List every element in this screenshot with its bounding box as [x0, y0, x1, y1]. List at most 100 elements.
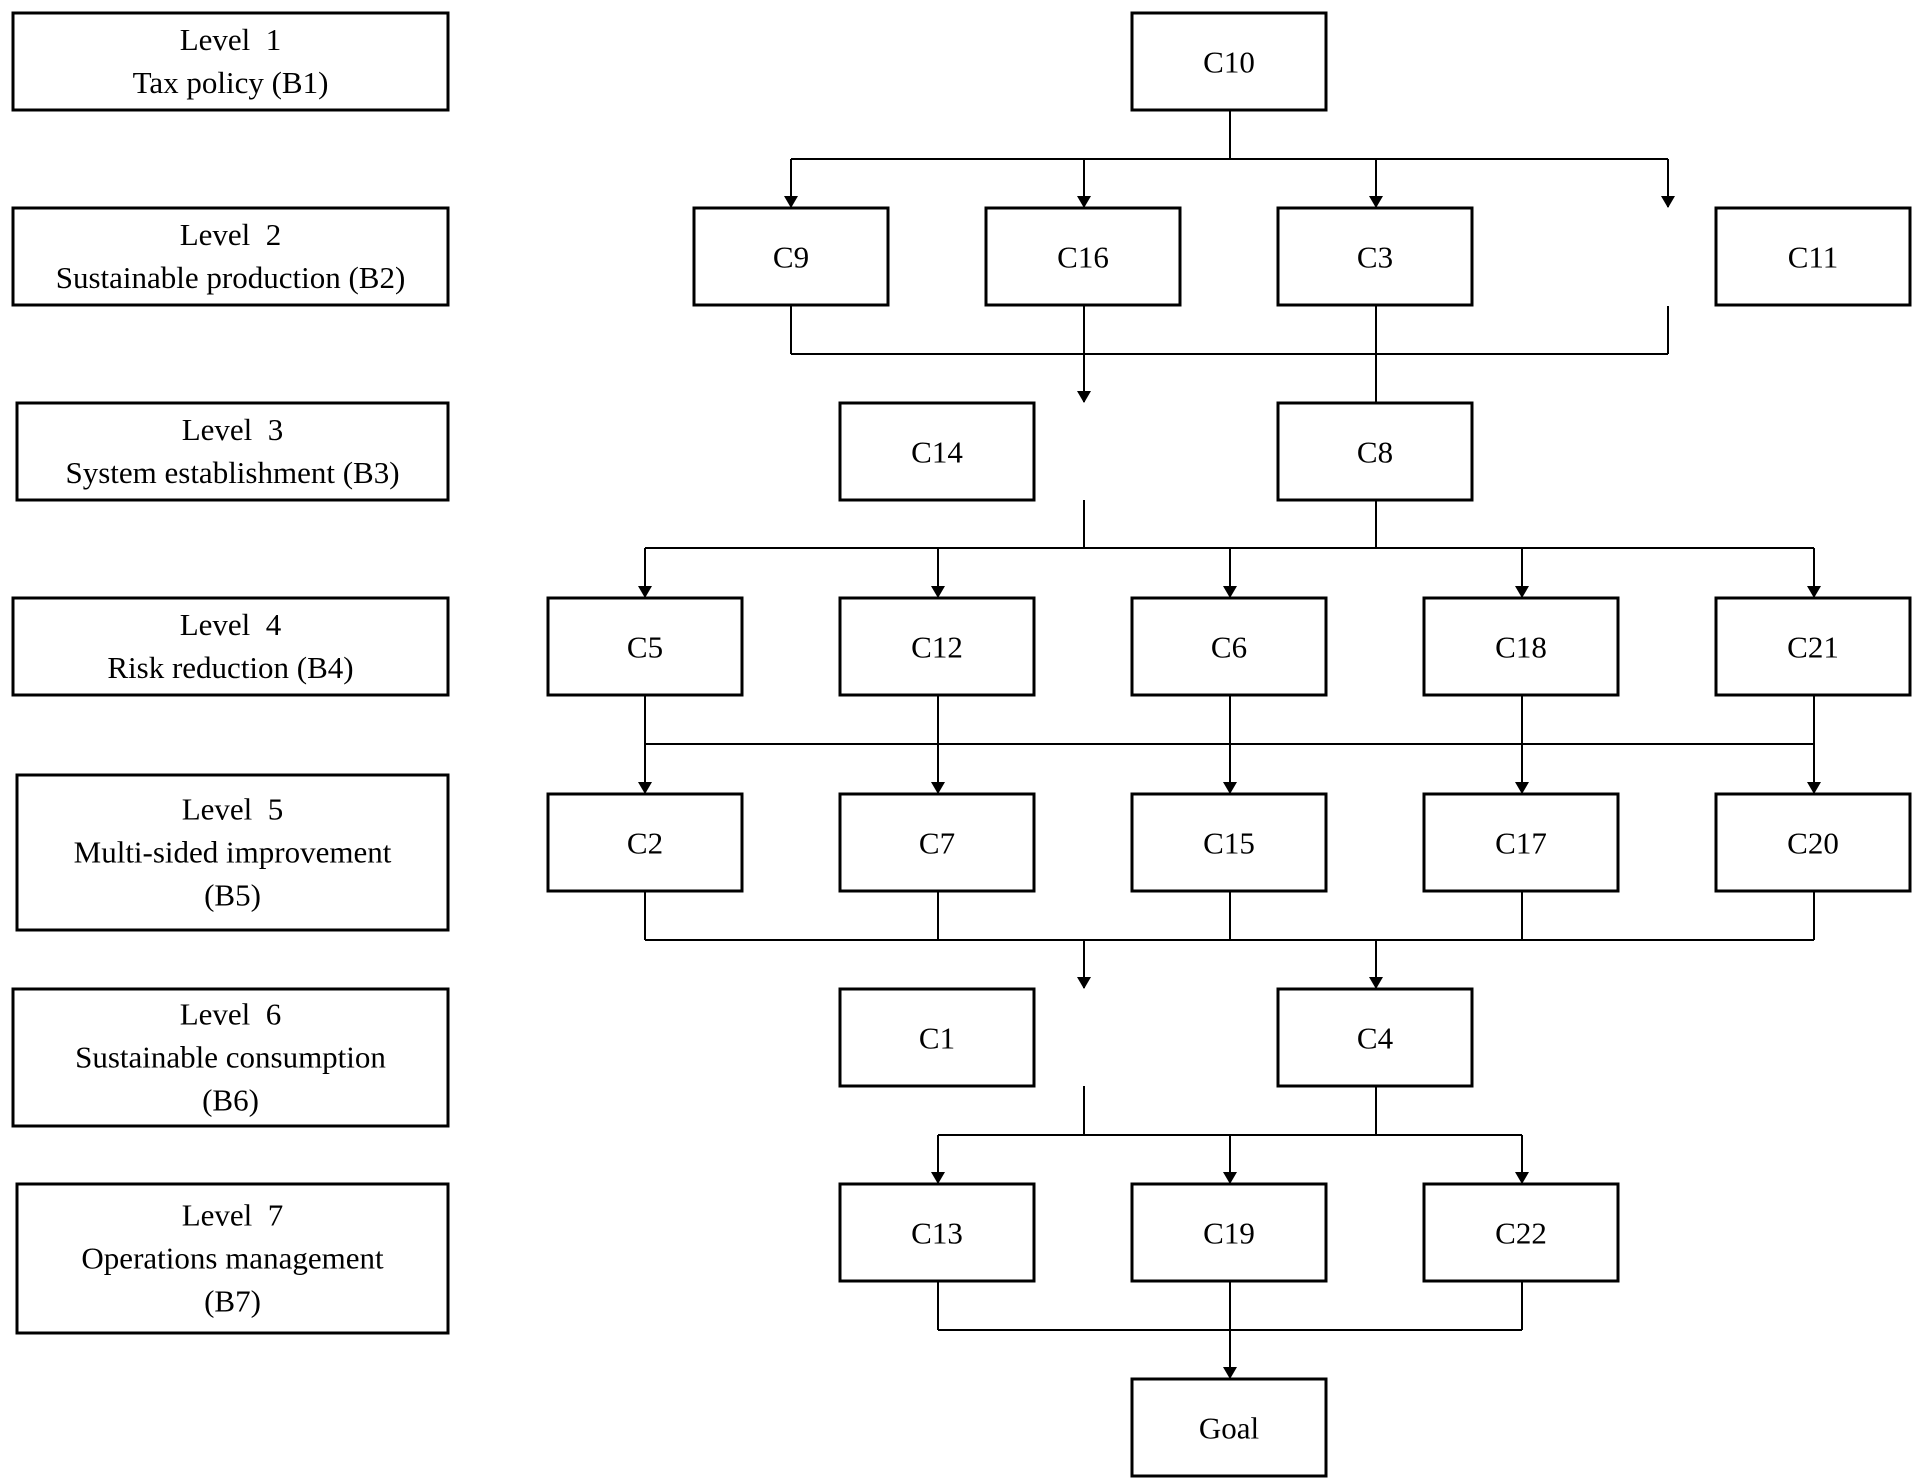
node-C13-box — [838, 1182, 1036, 1283]
node-C10-box — [1130, 11, 1328, 112]
node-Goal-label: Goal — [1199, 1411, 1259, 1446]
level-1-label: Level 1 Tax policy (B1) — [11, 11, 450, 112]
node-C22-box — [1422, 1182, 1620, 1283]
node-C2-label: C2 — [627, 826, 663, 861]
level-4-line-1: Level 4 — [180, 607, 282, 642]
level-1-line-2: Tax policy (B1) — [133, 65, 329, 100]
node-C8: C8 — [1276, 401, 1474, 502]
node-C3: C3 — [1276, 206, 1474, 307]
level-2-line-1: Level 2 — [180, 217, 282, 252]
node-C17-label: C17 — [1495, 826, 1547, 861]
node-C21-label: C21 — [1787, 630, 1839, 665]
node-C10: C10 — [1130, 11, 1328, 112]
level-4-box — [11, 596, 450, 697]
node-C18-label: C18 — [1495, 630, 1547, 665]
level-3-label: Level 3 System establishment (B3) — [15, 401, 450, 502]
node-C15-label: C15 — [1203, 826, 1255, 861]
level-5-line-2: Multi-sided improvement — [74, 835, 392, 870]
node-C2: C2 — [546, 792, 744, 893]
node-C18: C18 — [1422, 596, 1620, 697]
node-C12-label: C12 — [911, 630, 963, 665]
node-C4-label: C4 — [1357, 1021, 1394, 1056]
level-7-line-3: (B7) — [204, 1284, 261, 1319]
node-C14: C14 — [838, 401, 1036, 502]
level-3-box — [15, 401, 450, 502]
level-6-line-2: Sustainable consumption — [75, 1040, 386, 1075]
node-C4: C4 — [1276, 987, 1474, 1088]
node-C20-box — [1714, 792, 1912, 893]
node-C9-box — [692, 206, 890, 307]
level-6-line-3: (B6) — [202, 1083, 259, 1118]
node-C15: C15 — [1130, 792, 1328, 893]
level-2-line-2: Sustainable production (B2) — [56, 260, 406, 295]
node-C15-box — [1130, 792, 1328, 893]
node-C12-box — [838, 596, 1036, 697]
level-5-line-1: Level 5 — [182, 792, 284, 827]
node-C1: C1 — [838, 987, 1036, 1088]
node-C2-box — [546, 792, 744, 893]
level-6-label: Level 6 Sustainable consumption (B6) — [11, 987, 450, 1128]
node-C20-label: C20 — [1787, 826, 1839, 861]
node-C17: C17 — [1422, 792, 1620, 893]
node-C7-label: C7 — [919, 826, 955, 861]
level-1-line-1: Level 1 — [180, 22, 282, 57]
node-Goal-box — [1130, 1377, 1328, 1478]
node-C4-box — [1276, 987, 1474, 1088]
node-C3-box — [1276, 206, 1474, 307]
node-C19-box — [1130, 1182, 1328, 1283]
arrowheads — [638, 196, 1821, 1379]
node-C5: C5 — [546, 596, 744, 697]
node-C6: C6 — [1130, 596, 1328, 697]
level-2-box — [11, 206, 450, 307]
level-7-line-1: Level 7 — [182, 1198, 284, 1233]
node-C9-label: C9 — [773, 240, 809, 275]
level-5-box — [15, 773, 450, 932]
level-5-line-3: (B5) — [204, 878, 261, 913]
level-6-box — [11, 987, 450, 1128]
node-C7: C7 — [838, 792, 1036, 893]
node-C13: C13 — [838, 1182, 1036, 1283]
node-C11: C11 — [1714, 206, 1912, 307]
level-7-label: Level 7 Operations management (B7) — [15, 1182, 450, 1335]
node-C5-label: C5 — [627, 630, 663, 665]
node-C8-box — [1276, 401, 1474, 502]
node-C21-box — [1714, 596, 1912, 697]
node-C20: C20 — [1714, 792, 1912, 893]
node-C19: C19 — [1130, 1182, 1328, 1283]
node-C10-label: C10 — [1203, 45, 1255, 80]
node-Goal: Goal — [1130, 1377, 1328, 1478]
node-C11-box — [1714, 206, 1912, 307]
node-C6-box — [1130, 596, 1328, 697]
node-C6-label: C6 — [1211, 630, 1247, 665]
level-7-box — [15, 1182, 450, 1335]
node-C12: C12 — [838, 596, 1036, 697]
node-C8-label: C8 — [1357, 435, 1393, 470]
node-C16-label: C16 — [1057, 240, 1109, 275]
level-5-label: Level 5 Multi-sided improvement (B5) — [15, 773, 450, 932]
level-4-label: Level 4 Risk reduction (B4) — [11, 596, 450, 697]
node-C7-box — [838, 792, 1036, 893]
level-6-line-1: Level 6 — [180, 997, 282, 1032]
level-4-line-2: Risk reduction (B4) — [107, 650, 353, 685]
level-3-line-1: Level 3 — [182, 412, 284, 447]
node-C21: C21 — [1714, 596, 1912, 697]
level-1-box — [11, 11, 450, 112]
node-C5-box — [546, 596, 744, 697]
level-labels: Level 1 Tax policy (B1) Level 2 Sustainable… — [11, 11, 450, 1335]
node-C14-label: C14 — [911, 435, 963, 470]
node-C16-box — [984, 206, 1182, 307]
node-C14-box — [838, 401, 1036, 502]
node-C1-label: C1 — [919, 1021, 955, 1056]
node-C22: C22 — [1422, 1182, 1620, 1283]
node-C3-label: C3 — [1357, 240, 1393, 275]
node-C1-box — [838, 987, 1036, 1088]
node-C22-label: C22 — [1495, 1216, 1547, 1251]
node-C13-label: C13 — [911, 1216, 963, 1251]
level-7-line-2: Operations management — [81, 1241, 384, 1276]
node-C16: C16 — [984, 206, 1182, 307]
level-2-label: Level 2 Sustainable production (B2) — [11, 206, 450, 307]
level-3-line-2: System establishment (B3) — [65, 455, 399, 490]
